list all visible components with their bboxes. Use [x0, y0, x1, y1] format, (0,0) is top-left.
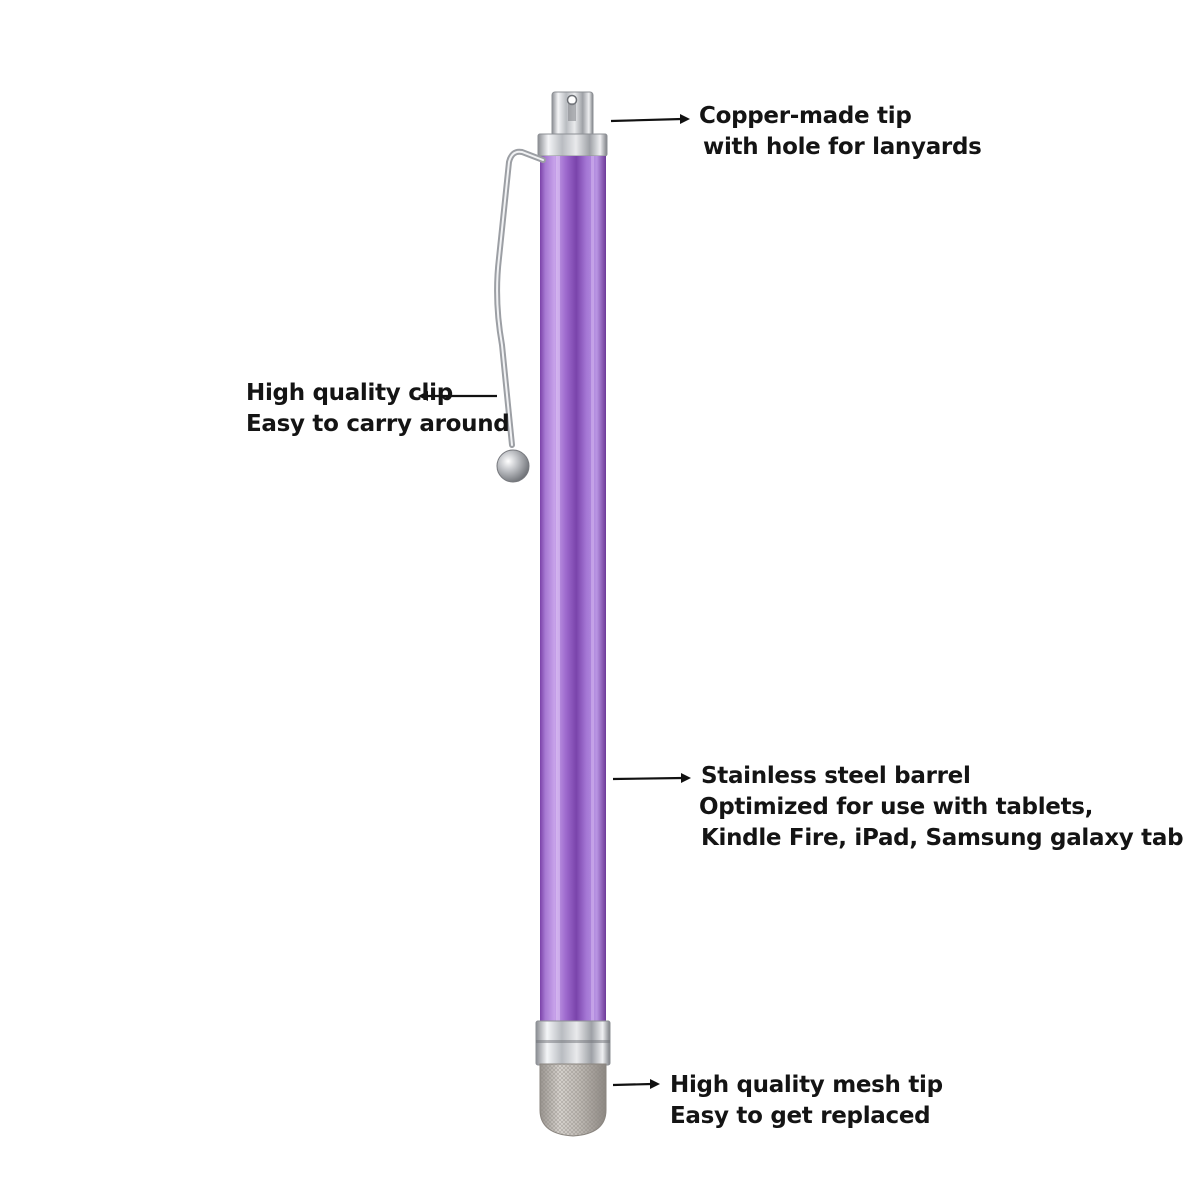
callout-clip: High quality clip Easy to carry around — [246, 378, 510, 440]
callout-line: with hole for lanyards — [703, 134, 982, 160]
mesh-tip — [539, 1063, 607, 1137]
callout-line: Stainless steel barrel — [701, 763, 971, 789]
callout-line: Kindle Fire, iPad, Samsung galaxy tab — [701, 825, 1184, 851]
callout-line: High quality mesh tip — [670, 1072, 943, 1098]
tip-ring — [535, 1020, 611, 1066]
callout-line: Easy to carry around — [246, 411, 510, 437]
stainless-steel-barrel — [540, 156, 606, 1022]
callout-barrel: Stainless steel barrel Optimized for use… — [699, 761, 1184, 854]
arrow-mesh — [612, 1079, 660, 1089]
copper-tip-cap — [537, 91, 608, 157]
arrow-clip — [418, 391, 497, 401]
callout-line: Easy to get replaced — [670, 1103, 931, 1129]
pen-clip — [494, 148, 546, 483]
callout-line: Optimized for use with tablets, — [699, 794, 1094, 820]
callout-copper-tip: Copper-made tip with hole for lanyards — [699, 101, 982, 163]
arrow-top — [610, 114, 690, 124]
callout-line: Copper-made tip — [699, 103, 912, 129]
callout-mesh-tip: High quality mesh tip Easy to get replac… — [670, 1070, 943, 1132]
arrow-barrel — [612, 773, 691, 783]
callout-line: High quality clip — [246, 380, 453, 406]
